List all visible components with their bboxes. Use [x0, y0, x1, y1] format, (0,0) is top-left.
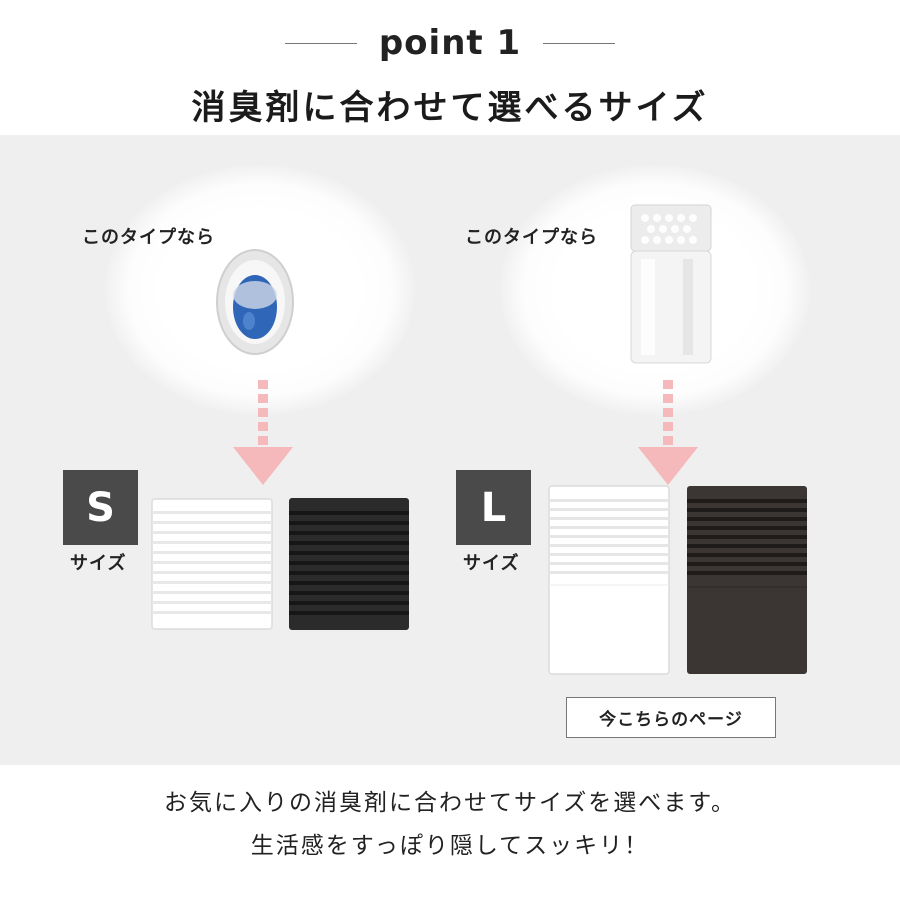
small-black-case-image: [289, 498, 409, 630]
point-heading: point 1: [0, 18, 900, 68]
right-type-label: このタイプなら: [465, 227, 598, 248]
current-page-badge[interactable]: 今こちらのページ: [566, 697, 776, 738]
size-badge-l: L: [456, 470, 531, 545]
size-caption-l: サイズ: [463, 553, 520, 574]
divider-right: [543, 42, 616, 44]
divider-left: [284, 42, 357, 44]
comparison-panel: このタイプなら S サイズ: [0, 135, 900, 765]
footer-line-2: 生活感をすっぽり隠してスッキリ！: [250, 833, 650, 859]
point-label: point 1: [378, 23, 522, 63]
left-dashed-line: [258, 380, 268, 445]
right-dashed-line: [663, 380, 673, 445]
right-arrow: [638, 447, 698, 485]
small-white-case-image: [151, 498, 273, 630]
size-caption-s: サイズ: [70, 553, 127, 574]
header: point 1 消臭剤に合わせて選べるサイズ: [0, 0, 900, 135]
large-brown-case-image: [687, 486, 807, 674]
oval-air-freshener-image: [216, 249, 294, 355]
size-badge-s: S: [63, 470, 138, 545]
large-white-case-image: [548, 485, 670, 675]
clear-bottle-air-freshener-image: [630, 204, 712, 364]
footer-line-1: お気に入りの消臭剤に合わせてサイズを選べます。: [163, 790, 736, 816]
left-arrow: [233, 447, 293, 485]
page-title: 消臭剤に合わせて選べるサイズ: [191, 88, 709, 128]
left-type-label: このタイプなら: [82, 227, 215, 248]
